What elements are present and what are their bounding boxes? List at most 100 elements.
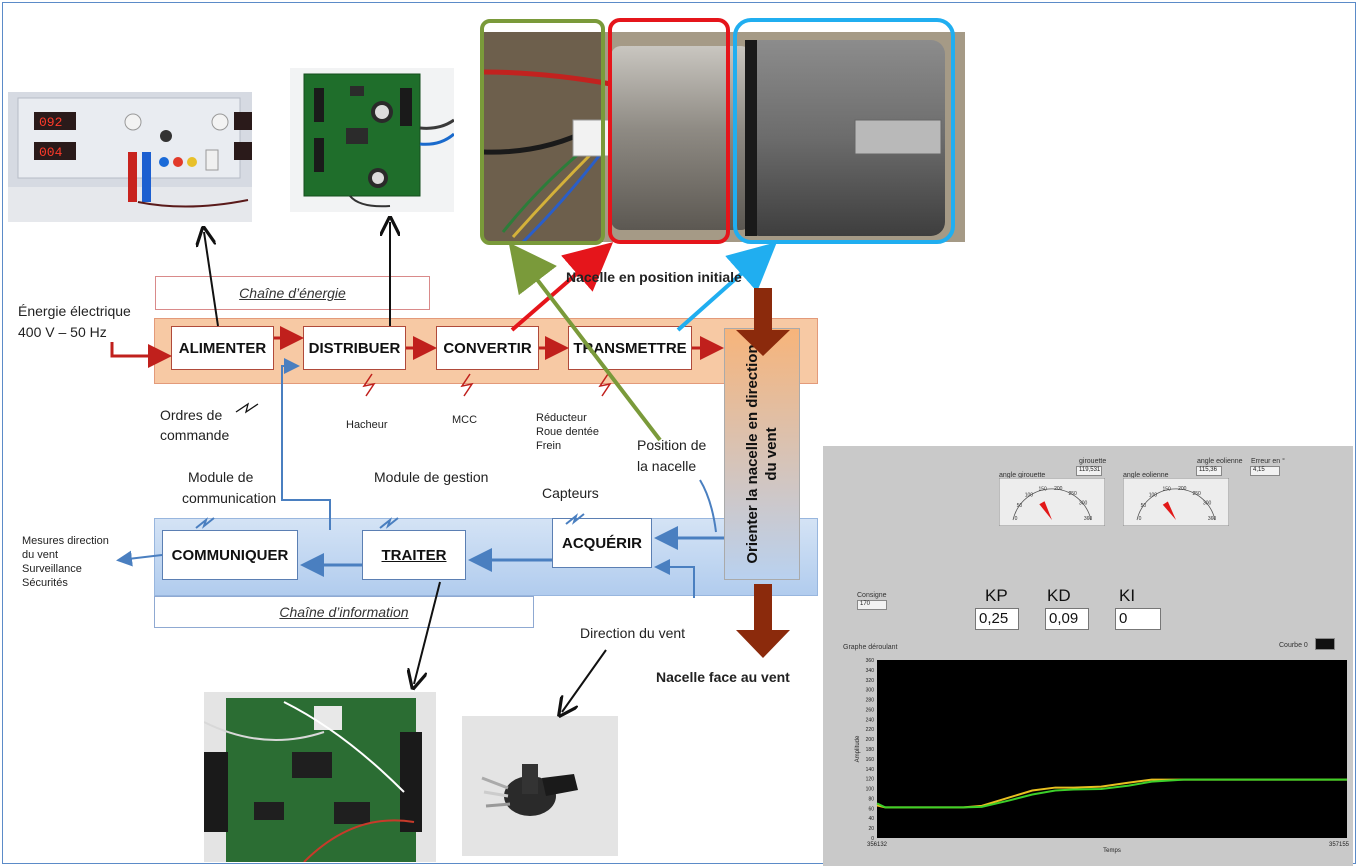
y-tick-label: 320 xyxy=(866,678,875,684)
block-communiquer: COMMUNIQUER xyxy=(162,530,298,580)
x-tick-label: 357155 xyxy=(1329,842,1350,848)
ordres-label-2: commande xyxy=(160,427,230,443)
y-tick-label: 280 xyxy=(866,698,875,704)
gauge-tick-label: 200 xyxy=(1054,486,1063,492)
gauge1-title: angle girouette xyxy=(999,472,1046,479)
gauge-tick-label: 150 xyxy=(1039,486,1048,492)
capteurs-label: Capteurs xyxy=(542,485,599,501)
gauge-tick-label: 100 xyxy=(1149,493,1158,499)
ki-field[interactable]: 0 xyxy=(1115,608,1161,630)
gauge-tick-label: 0 xyxy=(1139,516,1142,522)
module-comm-label-2: communication xyxy=(182,490,277,506)
module-comm-label-1: Module de xyxy=(188,469,254,485)
energy-input-line1: Énergie électrique xyxy=(18,303,131,319)
y-tick-label: 360 xyxy=(866,658,875,664)
gauge-tick-label: 50 xyxy=(1141,503,1147,509)
consigne-field[interactable]: 170 xyxy=(857,600,887,610)
kp-field[interactable]: 0,25 xyxy=(975,608,1019,630)
block-traiter-label: TRAITER xyxy=(381,546,447,564)
gauge1-readout-label: girouette xyxy=(1079,458,1107,465)
info-chain-title: Chaîne d’information xyxy=(154,596,534,628)
gearbox-highlight-frame xyxy=(733,18,955,244)
x-axis-label: Temps xyxy=(1103,848,1121,854)
chopper-board-photo xyxy=(290,68,454,212)
y-tick-label: 100 xyxy=(866,787,875,793)
nacelle-initial-label: Nacelle en position initiale xyxy=(566,269,742,285)
y-tick-label: 300 xyxy=(866,688,875,694)
frein-label: Frein xyxy=(536,440,562,452)
processing-board-photo xyxy=(204,692,436,862)
graph-title: Graphe déroulant xyxy=(843,644,898,651)
erreur-label: Erreur en ° xyxy=(1251,458,1285,465)
gauge-tick-label: 50 xyxy=(1017,503,1023,509)
y-tick-label: 80 xyxy=(868,796,874,802)
module-gestion-label: Module de gestion xyxy=(374,469,489,485)
gauge-tick-label: 360 xyxy=(1208,516,1217,522)
y-tick-label: 120 xyxy=(866,777,875,783)
svg-text:004: 004 xyxy=(39,145,63,160)
ki-label: KI xyxy=(1119,586,1136,605)
energy-chain-title: Chaîne d’énergie xyxy=(155,276,430,310)
kd-field[interactable]: 0,09 xyxy=(1045,608,1089,630)
wind-sensor-photo xyxy=(462,716,618,856)
courbe-legend-label: Courbe 0 xyxy=(1279,642,1308,649)
power-supply-photo: 092 004 xyxy=(8,92,252,222)
motor-photo xyxy=(483,32,965,242)
gauge-tick-label: 360 xyxy=(1084,516,1093,522)
outputs-label-2: du vent xyxy=(22,549,59,561)
gauge-tick-label: 250 xyxy=(1192,491,1201,497)
series-line-1 xyxy=(876,778,1347,809)
block-distribuer: DISTRIBUER xyxy=(303,326,406,370)
mcc-label: MCC xyxy=(452,414,478,426)
gauge-tick-label: 100 xyxy=(1025,493,1034,499)
gauge-tick-label: 150 xyxy=(1163,486,1172,492)
scrolling-chart: 0204060801001201401601802002202402602803… xyxy=(855,658,1350,854)
motor-highlight-frame xyxy=(608,18,730,244)
wind-direction-label: Direction du vent xyxy=(580,625,686,641)
kd-label: KD xyxy=(1047,586,1071,605)
block-acquerir: ACQUÉRIR xyxy=(552,518,652,568)
energy-input-line2: 400 V – 50 Hz xyxy=(18,324,107,340)
roue-dentee-label: Roue dentée xyxy=(536,426,599,438)
gauge-tick-label: 300 xyxy=(1079,501,1088,507)
gauge2-readout: 115,36 xyxy=(1196,466,1222,476)
orient-nacelle-block: Orienter la nacelle en direction du vent xyxy=(724,328,800,580)
block-convertir: CONVERTIR xyxy=(436,326,539,370)
nacelle-face-label: Nacelle face au vent xyxy=(656,669,790,685)
block-alimenter: ALIMENTER xyxy=(171,326,274,370)
y-tick-label: 180 xyxy=(866,747,875,753)
svg-text:092: 092 xyxy=(39,115,62,130)
ordres-label-1: Ordres de xyxy=(160,407,223,423)
kp-label: KP xyxy=(985,586,1008,605)
y-tick-label: 160 xyxy=(866,757,875,763)
y-tick-label: 0 xyxy=(871,836,874,842)
gauge-tick-label: 0 xyxy=(1015,516,1018,522)
consigne-label: Consigne xyxy=(857,592,887,599)
y-tick-label: 220 xyxy=(866,727,875,733)
gauge-tick-label: 200 xyxy=(1178,486,1187,492)
y-tick-label: 20 xyxy=(868,826,874,832)
position-label-2: la nacelle xyxy=(637,458,697,474)
gauge2-readout-label: angle eolienne xyxy=(1197,458,1243,465)
erreur-value: 4,15 xyxy=(1250,466,1280,476)
courbe-legend-swatch xyxy=(1315,638,1335,650)
y-tick-label: 60 xyxy=(868,806,874,812)
block-traiter: TRAITER xyxy=(362,530,466,580)
position-label-1: Position de xyxy=(637,437,707,453)
y-tick-label: 200 xyxy=(866,737,875,743)
y-tick-label: 240 xyxy=(866,717,875,723)
reducteur-label: Réducteur xyxy=(536,412,587,424)
y-tick-label: 340 xyxy=(866,668,875,674)
outputs-label-4: Sécurités xyxy=(22,577,68,589)
y-tick-label: 140 xyxy=(866,767,875,773)
y-tick-label: 40 xyxy=(868,816,874,822)
y-axis-label: Amplitude xyxy=(855,735,861,762)
gauge-tick-label: 250 xyxy=(1068,491,1077,497)
gauge1-readout: 119,531 xyxy=(1076,466,1102,476)
hacheur-label: Hacheur xyxy=(346,419,388,431)
